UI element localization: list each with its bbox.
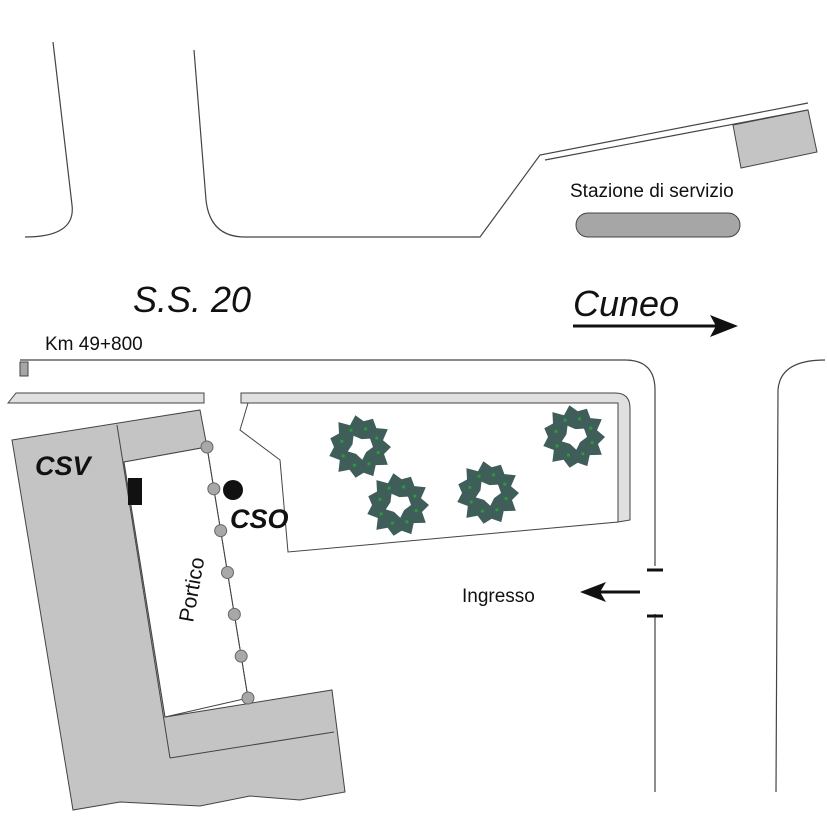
entrance-label: Ingresso	[462, 586, 535, 607]
csv-label: CSV	[35, 451, 93, 481]
column-icon	[221, 566, 234, 579]
trees	[329, 405, 605, 536]
gas-station-island	[575, 212, 741, 238]
columns	[200, 440, 255, 705]
gas-station-label: Stazione di servizio	[570, 181, 734, 202]
gas-station-building	[732, 109, 818, 169]
column-icon	[227, 607, 241, 621]
cso-label: CSO	[230, 504, 289, 534]
tree-icon	[367, 473, 429, 536]
road-edge-top-middle	[193, 49, 809, 238]
cso-marker-icon	[223, 480, 243, 500]
building-inner-wall	[116, 424, 171, 759]
column-icon	[200, 440, 214, 454]
road-edge-top-left	[24, 41, 73, 238]
csv-box	[128, 478, 142, 505]
tree-icon	[457, 461, 519, 524]
km-marker-post	[19, 361, 29, 377]
km-marker-label: Km 49+800	[45, 334, 143, 355]
ingresso-arrow-icon	[580, 582, 640, 602]
building-inner-wall-bottom	[169, 731, 335, 759]
tree-icon	[329, 415, 391, 478]
tree-icon	[543, 405, 605, 468]
column-icon	[234, 649, 248, 663]
sidewalk-left	[6, 392, 205, 404]
column-icon	[214, 524, 228, 538]
column-icon	[207, 482, 221, 496]
cuneo-arrow-icon	[573, 315, 738, 337]
direction-label: Cuneo	[573, 283, 679, 324]
road-name-label: S.S. 20	[133, 279, 251, 320]
road-edge-bottom	[20, 359, 656, 566]
column-icon	[241, 691, 255, 705]
side-road-edge	[775, 359, 826, 793]
